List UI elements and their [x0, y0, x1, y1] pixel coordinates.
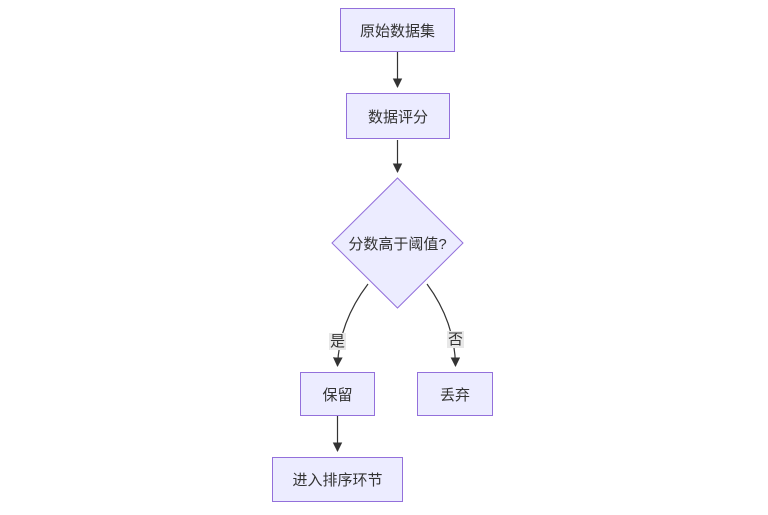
node-original-dataset: 原始数据集: [340, 8, 455, 52]
edge-label-no: 否: [447, 331, 465, 348]
edge-c-d: [332, 283, 369, 367]
node-score-above-threshold-label: 分数高于阈值?: [348, 235, 447, 253]
node-keep: 保留: [300, 372, 375, 416]
node-data-scoring: 数据评分: [346, 93, 450, 139]
edge-c-e: [426, 283, 461, 367]
decision-diamond-shape: [331, 177, 464, 309]
node-enter-sorting-stage: 进入排序环节: [272, 457, 403, 502]
edge-label-yes: 是: [329, 333, 347, 350]
node-discard: 丢弃: [417, 372, 493, 416]
